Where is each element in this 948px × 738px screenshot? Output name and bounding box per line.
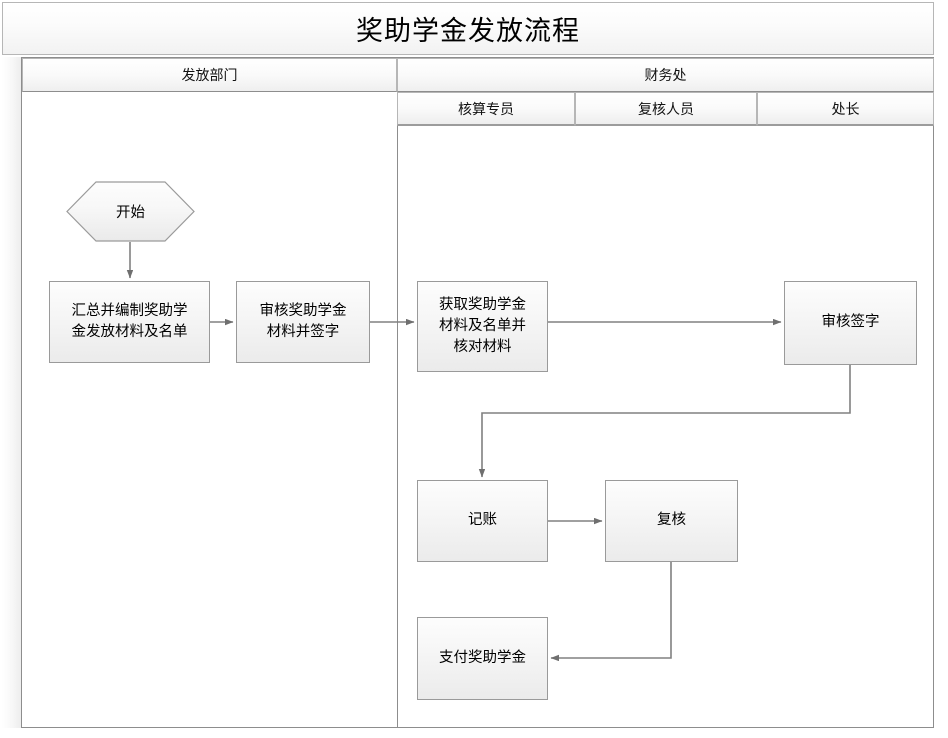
node-obtain-check[interactable]: 获取奖助学金 材料及名单并 核对材料 xyxy=(417,281,548,372)
start-hexagon-shape xyxy=(66,181,195,242)
sublane-header-review-staff: 复核人员 xyxy=(575,92,757,126)
node-review-sign-label: 审核奖助学金 材料并签字 xyxy=(259,302,347,340)
node-review-sign[interactable]: 审核奖助学金 材料并签字 xyxy=(236,281,370,363)
lane-header-finance-office: 财务处 xyxy=(397,58,934,92)
node-recheck-label: 复核 xyxy=(657,512,686,529)
page-title: 奖助学金发放流程 xyxy=(356,16,580,46)
lane-header-issuing-dept: 发放部门 xyxy=(22,58,397,92)
sublane-header-accounting-specialist-label: 核算专员 xyxy=(458,102,514,118)
node-bookkeeping-label: 记账 xyxy=(468,512,497,529)
lane-divider-vertical xyxy=(397,126,398,728)
node-recheck[interactable]: 复核 xyxy=(605,480,738,562)
node-obtain-check-label: 获取奖助学金 材料及名单并 核对材料 xyxy=(439,296,526,355)
node-approve-sign-label: 审核签字 xyxy=(821,314,880,331)
node-payout[interactable]: 支付奖助学金 xyxy=(417,617,548,700)
sublane-header-director: 处长 xyxy=(757,92,934,126)
lane-header-issuing-dept-label: 发放部门 xyxy=(181,69,238,84)
node-start[interactable]: 开始 xyxy=(66,181,195,242)
sublane-header-director-label: 处长 xyxy=(831,102,860,118)
node-payout-label: 支付奖助学金 xyxy=(439,649,526,666)
lane-header-finance-office-label: 财务处 xyxy=(644,69,687,84)
sublane-header-accounting-specialist: 核算专员 xyxy=(397,92,575,126)
node-compile[interactable]: 汇总并编制奖助学 金发放材料及名单 xyxy=(49,281,210,363)
node-bookkeeping[interactable]: 记账 xyxy=(417,480,548,562)
node-approve-sign[interactable]: 审核签字 xyxy=(784,281,917,365)
node-compile-label: 汇总并编制奖助学 金发放材料及名单 xyxy=(71,302,188,340)
node-start-label: 开始 xyxy=(116,205,145,221)
sublane-header-review-staff-label: 复核人员 xyxy=(638,102,694,118)
diagram-title-bar: 奖助学金发放流程 xyxy=(2,2,934,55)
lane-spine xyxy=(2,57,22,728)
